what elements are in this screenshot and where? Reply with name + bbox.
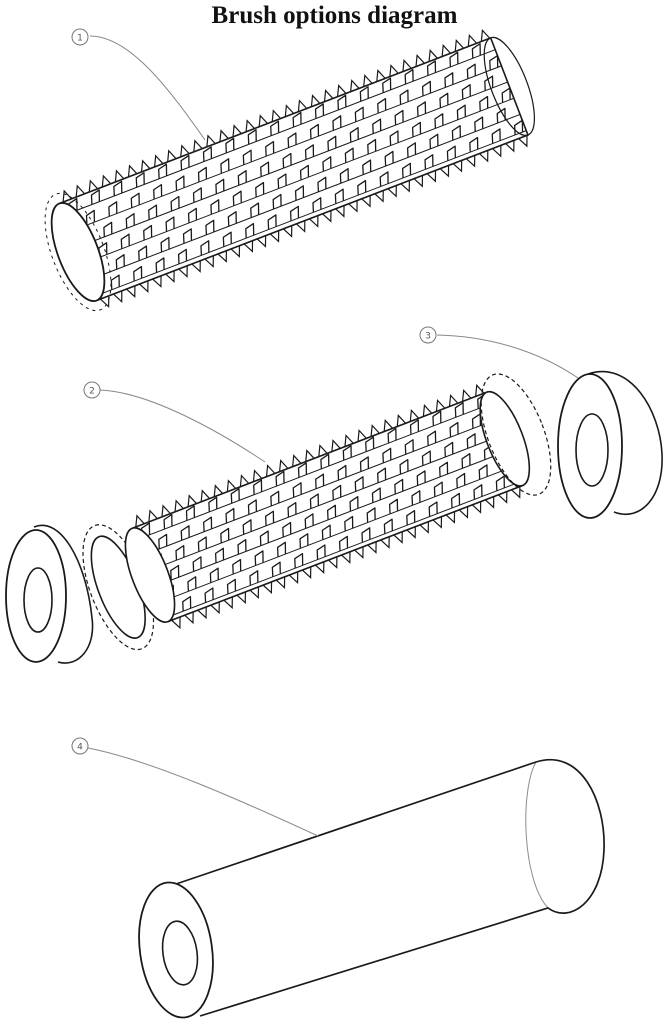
callout-2-label: 2 (89, 387, 95, 397)
callout-2: 2 (83, 381, 266, 463)
part-3-collar-ring (557, 371, 663, 519)
callout-4: 4 (71, 737, 319, 837)
callout-1-label: 1 (77, 34, 83, 44)
brush-1-bristle-roller (44, 28, 536, 312)
brush-2-roller-with-collars (82, 373, 552, 651)
diagram-title: Brush options diagram (211, 2, 458, 29)
callout-4-label: 4 (77, 743, 83, 753)
part-4-plain-sleeve (138, 759, 605, 1019)
brush-2-left-collar (5, 518, 94, 664)
callout-1: 1 (71, 28, 206, 141)
callout-3-label: 3 (425, 332, 431, 342)
callout-3: 3 (419, 326, 579, 379)
